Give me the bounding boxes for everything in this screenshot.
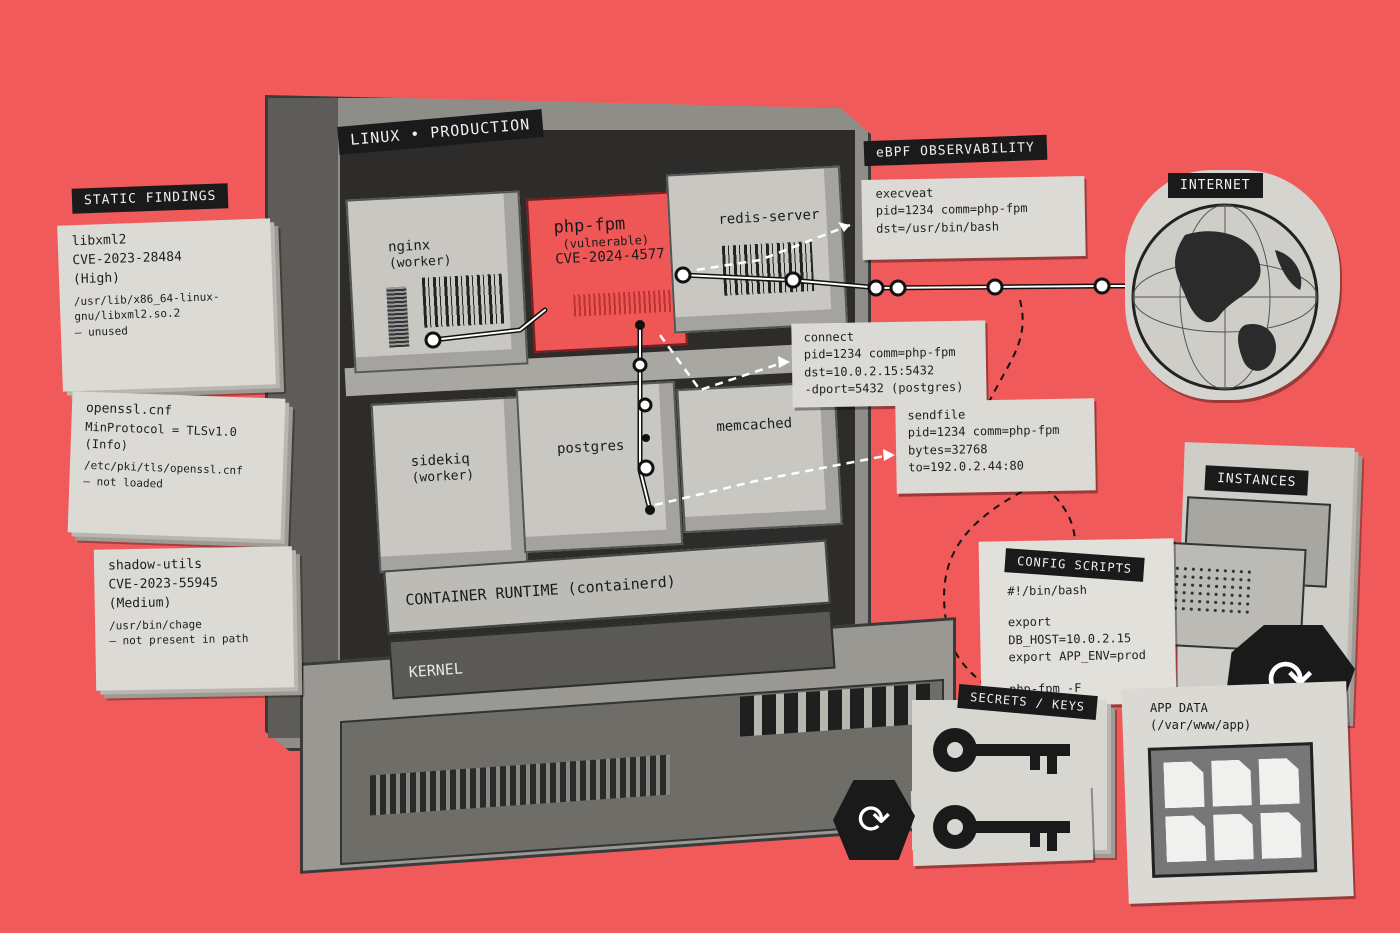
file-icon[interactable] [1163,761,1204,808]
finding-card-openssl[interactable]: openssl.cnf MinProtocol = TLSv1.0 (Info)… [67,391,286,540]
file-icon[interactable] [1260,812,1301,859]
ebpf-event-execveat[interactable]: execveat pid=1234 comm=php-fpm dst=/usr/… [861,176,1086,260]
finding-card-libxml2[interactable]: libxml2 CVE-2023-28484 (High) /usr/lib/x… [57,218,276,392]
config-line: export APP_ENV=prod [1008,647,1146,665]
instances-title: INSTANCES [1204,465,1310,496]
config-line: export DB_HOST=10.0.2.15 [1007,614,1132,647]
finding-note: — not present in path [109,632,249,648]
key-icon[interactable] [925,718,1075,783]
key-icon[interactable] [925,795,1075,860]
ebpf-detail: to=192.0.2.44:80 [908,458,1025,475]
app-data-label: APP DATA [1150,701,1208,715]
finding-card-shadow-utils[interactable]: shadow-utils CVE-2023-55945 (Medium) /us… [93,546,295,691]
ebpf-event-connect[interactable]: connect pid=1234 comm=php-fpm dst=10.0.2… [791,320,987,408]
file-icon[interactable] [1213,813,1254,860]
globe-icon[interactable] [1125,195,1330,400]
ebpf-detail: -dport=5432 (postgres) [804,379,964,397]
file-grid [1147,742,1318,878]
sync-icon[interactable]: ⟳ [833,780,915,860]
app-data-path: (/var/www/app) [1150,717,1252,732]
instance-vent [1171,564,1254,619]
ebpf-detail: dst=/usr/bin/bash [876,219,1000,236]
ebpf-event-sendfile[interactable]: sendfile pid=1234 comm=php-fpm bytes=327… [895,398,1096,494]
internet-title: INTERNET [1168,173,1263,198]
file-icon[interactable] [1165,815,1206,862]
app-data-title: APP DATA (/var/www/app) [1150,700,1251,734]
file-icon[interactable] [1259,758,1300,805]
ebpf-process: pid=1234 comm=php-fpm [803,345,956,362]
ebpf-process: pid=1234 comm=php-fpm [907,423,1060,440]
file-icon[interactable] [1211,759,1252,806]
finding-severity: (Medium) [108,595,172,612]
config-line: #!/bin/bash [1007,582,1088,599]
